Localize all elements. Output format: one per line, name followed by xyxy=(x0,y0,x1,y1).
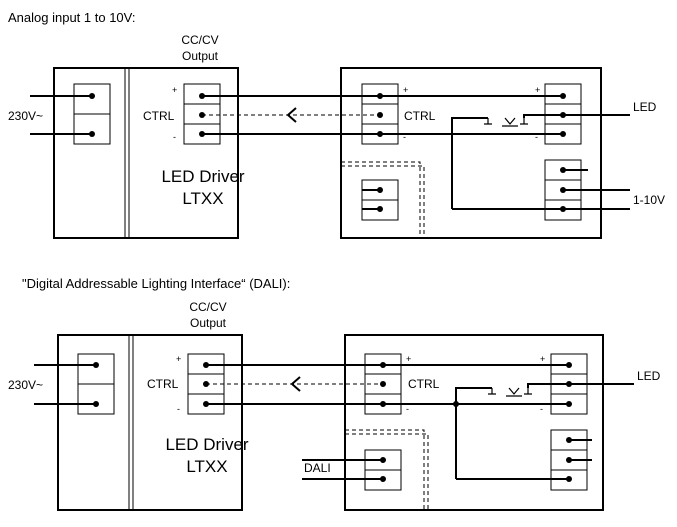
dali-output-label-1: CC/CV xyxy=(189,300,226,314)
dali-led-label: LED xyxy=(637,369,661,383)
dali-control-label: DALI xyxy=(304,461,331,475)
analog-output-label-1: CC/CV xyxy=(181,33,218,47)
dali-output-label-2: Output xyxy=(190,316,227,330)
dali-module-dashed-2 xyxy=(345,433,429,510)
analog-heading: Analog input 1 to 10V: xyxy=(8,10,135,25)
analog-output-label-2: Output xyxy=(182,49,219,63)
dali-module-plus: + xyxy=(406,354,411,364)
dali-led-minus: - xyxy=(540,404,543,414)
analog-mains-label: 230V~ xyxy=(8,109,43,123)
analog-module-ctrl: CTRL xyxy=(404,109,436,123)
analog-led-plus: + xyxy=(535,85,540,95)
analog-transistor-icon xyxy=(451,114,563,209)
dali-driver-minus: - xyxy=(177,404,180,414)
analog-diagram: Analog input 1 to 10V: CC/CV Output 230V… xyxy=(8,10,665,239)
analog-driver-plus: + xyxy=(172,85,177,95)
dali-led-plus: + xyxy=(540,354,545,364)
analog-control-label: 1-10V xyxy=(633,193,665,207)
analog-module-plus: + xyxy=(403,85,408,95)
analog-module-dashed-1 xyxy=(341,161,421,238)
analog-led-minus: - xyxy=(535,132,538,142)
analog-driver-ctrl: CTRL xyxy=(143,109,175,123)
dali-transistor-icon xyxy=(455,383,569,479)
dali-diagram: "Digital Addressable Lighting Interface“… xyxy=(8,276,661,511)
analog-led-label: LED xyxy=(633,100,657,114)
dali-module-ctrl: CTRL xyxy=(408,377,440,391)
analog-ctrl-arrow-icon xyxy=(286,107,297,123)
dali-module-minus: - xyxy=(406,404,409,414)
dali-driver-name-2: LTXX xyxy=(186,457,227,476)
dali-ctrl-arrow-icon xyxy=(290,376,301,392)
dali-driver-name-1: LED Driver xyxy=(165,435,248,454)
dali-driver-plus: + xyxy=(176,354,181,364)
dali-driver-ctrl: CTRL xyxy=(147,377,179,391)
analog-driver-name-1: LED Driver xyxy=(161,167,244,186)
analog-module-minus: - xyxy=(403,132,406,142)
analog-driver-name-2: LTXX xyxy=(182,189,223,208)
dali-module-dashed-1 xyxy=(345,429,425,510)
dali-mains-label: 230V~ xyxy=(8,378,43,392)
analog-driver-minus: - xyxy=(173,132,176,142)
dali-heading: "Digital Addressable Lighting Interface“… xyxy=(22,276,290,291)
